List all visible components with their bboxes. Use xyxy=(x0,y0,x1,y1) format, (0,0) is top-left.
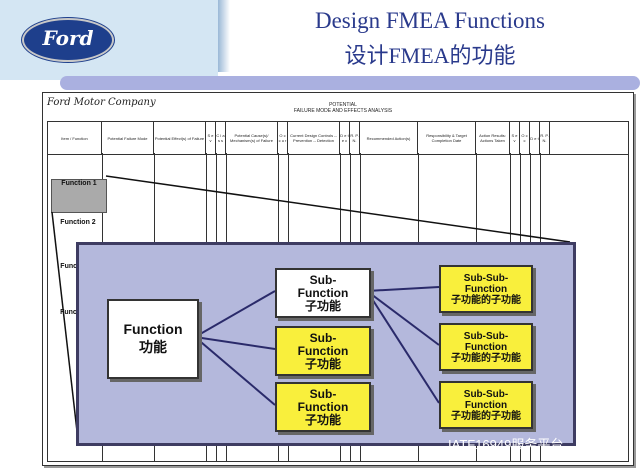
form-column-header: Current Design Controls -- Prevention --… xyxy=(288,122,340,154)
sub-function-text: Function xyxy=(297,399,349,414)
connector xyxy=(366,290,440,346)
function-box: Function 功能 xyxy=(107,299,199,379)
form-column-header: S e v xyxy=(510,122,520,154)
form-title-line1: POTENTIAL xyxy=(329,102,357,108)
sub-function-text: Function xyxy=(297,343,349,358)
form-column-header: D e t e c xyxy=(340,122,350,154)
sub-function-text: Function xyxy=(297,285,349,300)
connector xyxy=(194,336,276,406)
zoom-line-left xyxy=(51,211,79,441)
form-column-header: Recommended Action(s) xyxy=(360,122,418,154)
form-column-header: Potential Cause(s)/ Mechanism(s) of Fail… xyxy=(226,122,278,154)
form-column-header: Responsibility & Target Completion Date xyxy=(418,122,476,154)
decorative-stripe xyxy=(60,76,640,90)
sub-sub-function-text: Function xyxy=(464,341,508,353)
sub-function-text: 子功能 xyxy=(304,412,341,427)
sub-sub-function-text: Function xyxy=(464,283,508,295)
sub-sub-function-text: Sub-Sub- xyxy=(463,330,509,342)
sub-function-text: Sub- xyxy=(309,386,337,401)
sub-sub-function-text: Sub-Sub- xyxy=(463,388,509,400)
form-column-header: O c c xyxy=(520,122,530,154)
form-title-line2: FAILURE MODE AND EFFECTS ANALYSIS xyxy=(293,108,393,114)
form-column-header: R. P. N. xyxy=(540,122,550,154)
form-column-header: Action Results: Actions Taken xyxy=(476,122,510,154)
ford-logo-text: Ford xyxy=(42,26,94,50)
connector xyxy=(366,290,440,404)
connector xyxy=(366,286,440,292)
zoom-line-top xyxy=(105,175,571,243)
form-column-header: C l a s s xyxy=(216,122,226,154)
sub-sub-function-text: 子功能的子功能 xyxy=(451,294,521,306)
function-cell: Function 1 xyxy=(51,179,107,213)
connector xyxy=(194,290,276,338)
sub-function-text: 子功能 xyxy=(304,298,341,313)
sub-sub-function-text: Function xyxy=(464,399,508,411)
function-label-zh: 功能 xyxy=(139,339,167,355)
title-english: Design FMEA Functions xyxy=(314,8,546,33)
header-gradient xyxy=(218,0,230,72)
logo-area: Ford xyxy=(0,0,218,80)
form-column-header: R. P. N. xyxy=(350,122,360,154)
sub-sub-function-text: Sub-Sub- xyxy=(463,272,509,284)
sub-function-text: 子功能 xyxy=(304,356,341,371)
form-column-header: D e t xyxy=(530,122,540,154)
title-chinese: 设计FMEA的功能 xyxy=(344,43,516,68)
sub-function-text: Sub- xyxy=(309,330,337,345)
watermark: IATF16949服务平台 xyxy=(448,437,564,452)
tree-connectors xyxy=(194,286,440,406)
form-column-header: Item / Function xyxy=(48,122,102,154)
sub-sub-function-text: 子功能的子功能 xyxy=(451,352,521,364)
form-column-header: S e v xyxy=(206,122,216,154)
function-cell: Function 2 xyxy=(60,219,96,226)
sub-sub-function-text: 子功能的子功能 xyxy=(451,410,521,422)
form-column-header: Potential Failure Mode xyxy=(102,122,154,154)
function-label-en: Function xyxy=(123,321,183,337)
form-brand: Ford Motor Company xyxy=(47,97,156,108)
connector xyxy=(194,336,276,350)
form-column-header: O c c u r xyxy=(278,122,288,154)
form-column-header: Potential Effect(s) of Failure xyxy=(154,122,206,154)
sub-function-text: Sub- xyxy=(309,272,337,287)
ford-logo: Ford xyxy=(22,18,114,62)
